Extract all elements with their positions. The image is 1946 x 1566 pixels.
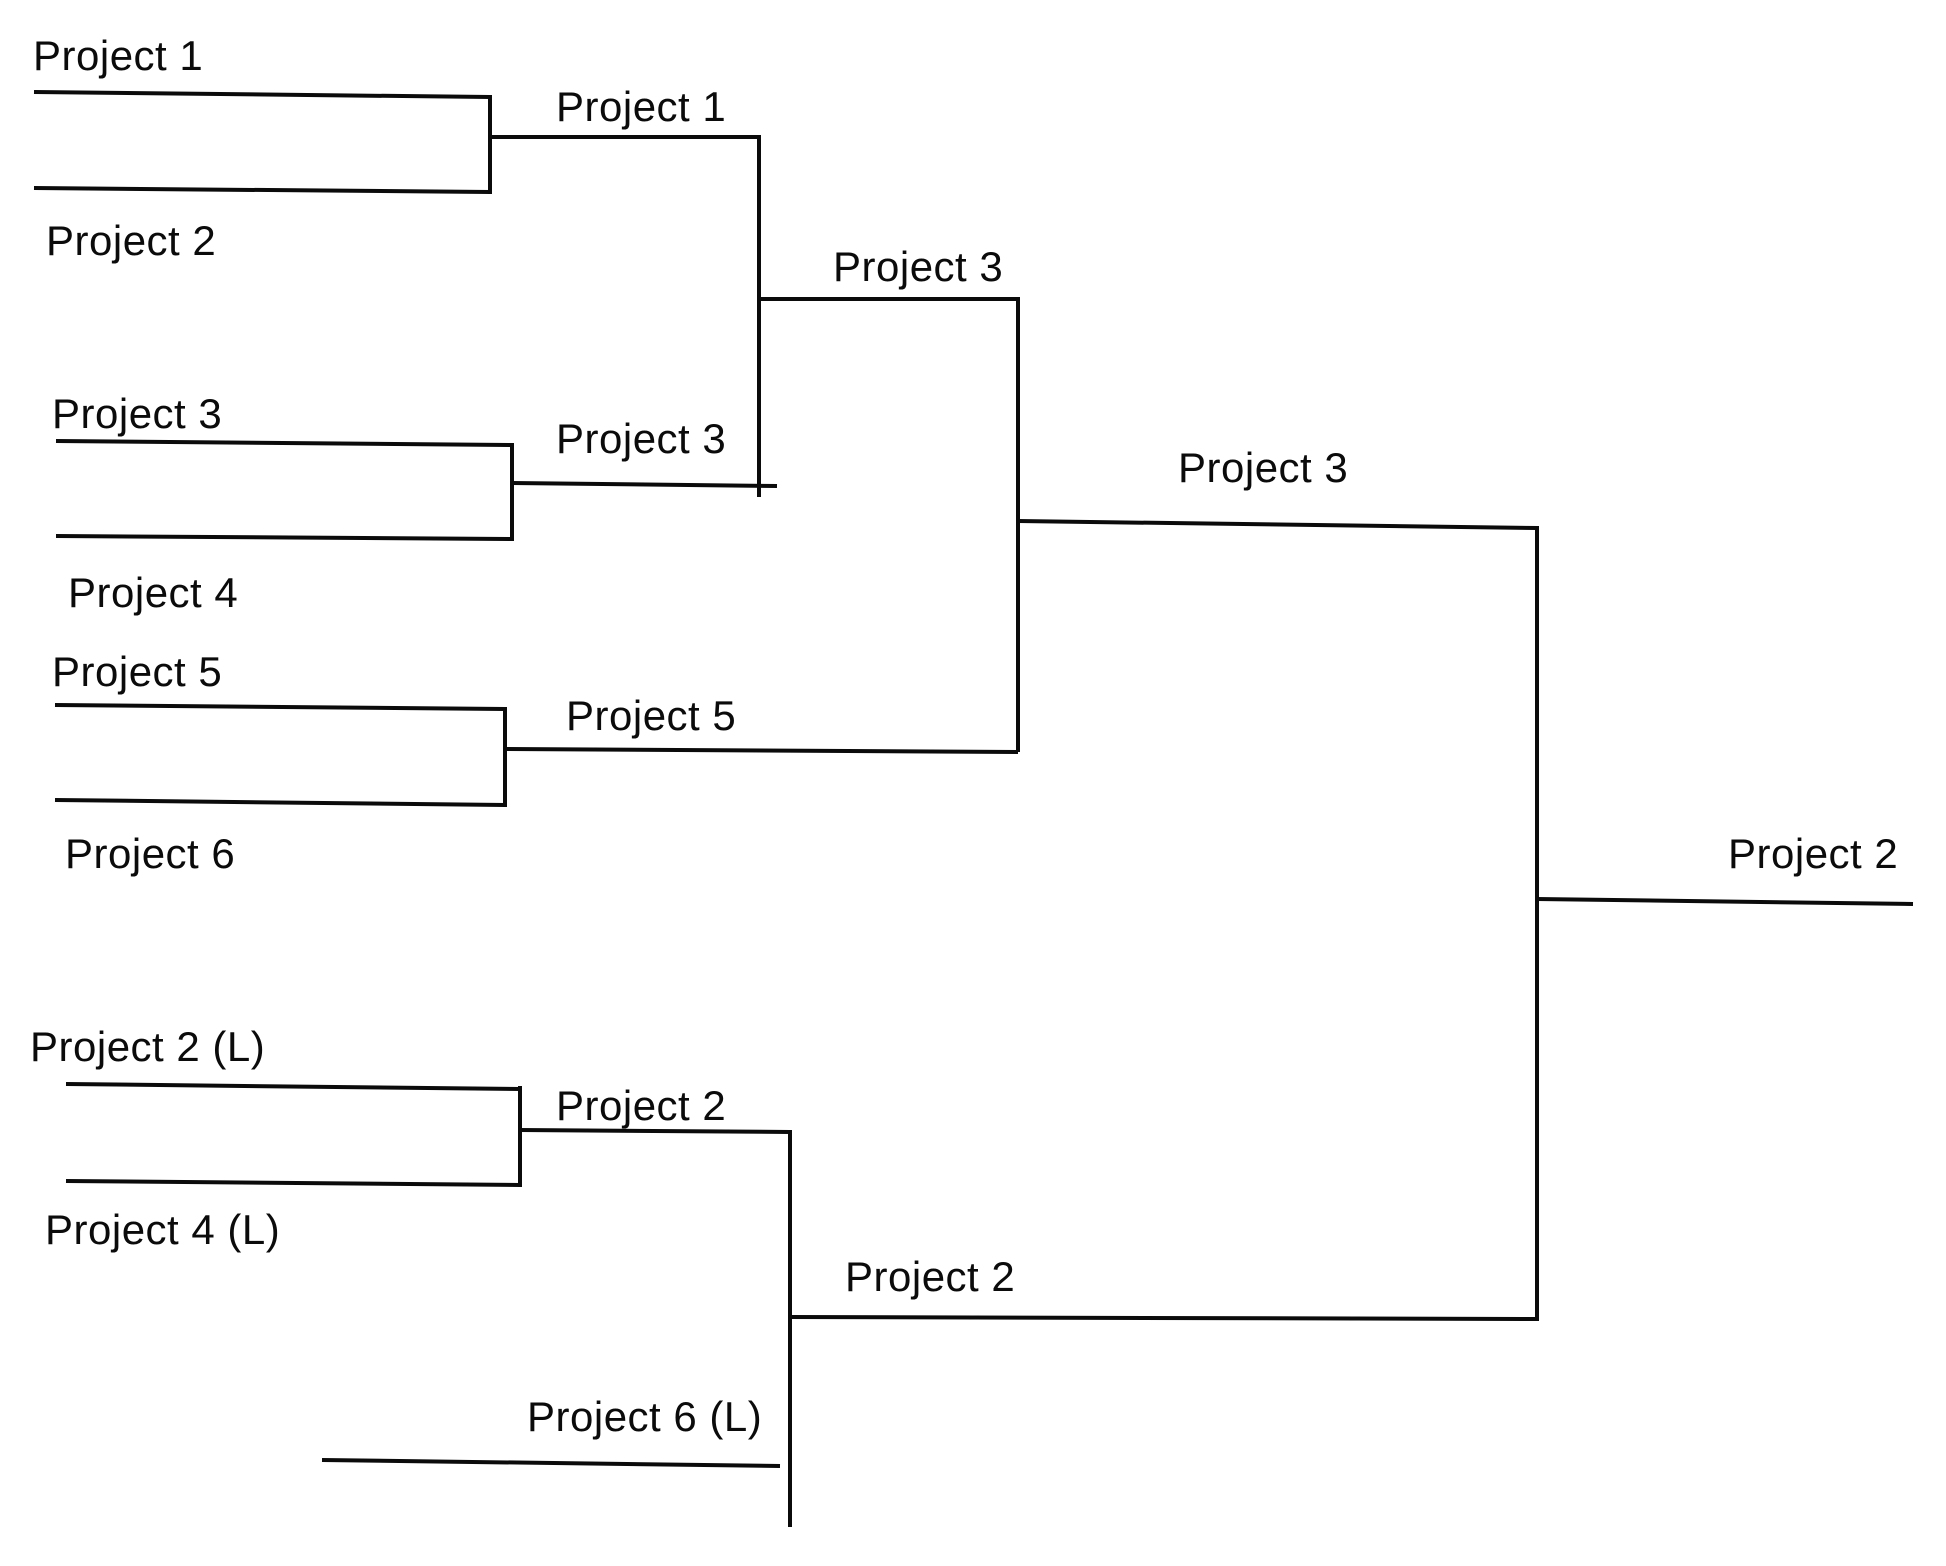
wb-r1-m2-winner-line bbox=[511, 481, 778, 488]
lb-final-winner-label: Project 2 bbox=[845, 1253, 1016, 1300]
lb-final-winner-line bbox=[789, 1315, 1538, 1321]
wb-r1-m2-top-line bbox=[55, 439, 513, 447]
lb-p6-entry-line bbox=[321, 1458, 781, 1468]
wb-final-winner-line bbox=[1017, 519, 1538, 530]
seed-label-project-5: Project 5 bbox=[52, 648, 223, 695]
seed-label-project-2-l: Project 2 (L) bbox=[30, 1023, 266, 1070]
wb-final-winner-label: Project 3 bbox=[1178, 444, 1349, 491]
grand-final-champion-line bbox=[1536, 897, 1914, 906]
wb-r2-winner-label: Project 3 bbox=[833, 243, 1004, 290]
lb-m1-bottom-line bbox=[65, 1179, 521, 1187]
seed-label-project-3: Project 3 bbox=[52, 390, 223, 437]
lb-m1-top-line bbox=[65, 1082, 521, 1091]
seed-label-project-6: Project 6 bbox=[65, 830, 236, 877]
wb-r1-m3-bottom-line bbox=[54, 798, 506, 807]
lb-m1-winner-line bbox=[519, 1128, 791, 1134]
wb-r1-m1-top-line bbox=[33, 90, 491, 99]
wb-r1-m1-bottom-line bbox=[33, 186, 491, 194]
grand-final-champion-label: Project 2 bbox=[1728, 830, 1899, 877]
wb-r1-m3-top-line bbox=[54, 703, 506, 711]
seed-label-project-6-l: Project 6 (L) bbox=[527, 1393, 763, 1440]
wb-r1-m2-winner-label: Project 3 bbox=[556, 415, 727, 462]
seed-label-project-4: Project 4 bbox=[68, 569, 239, 616]
seed-label-project-4-l: Project 4 (L) bbox=[45, 1206, 281, 1253]
wb-r1-m3-winner-label: Project 5 bbox=[566, 692, 737, 739]
lb-m1-winner-label: Project 2 bbox=[556, 1082, 727, 1129]
seed-label-project-1: Project 1 bbox=[33, 32, 204, 79]
wb-r1-m3-winner-line bbox=[504, 747, 1019, 754]
wb-r1-m2-bottom-line bbox=[55, 534, 513, 541]
seed-label-project-2: Project 2 bbox=[46, 217, 217, 264]
wb-r1-m1-winner-label: Project 1 bbox=[556, 83, 727, 130]
